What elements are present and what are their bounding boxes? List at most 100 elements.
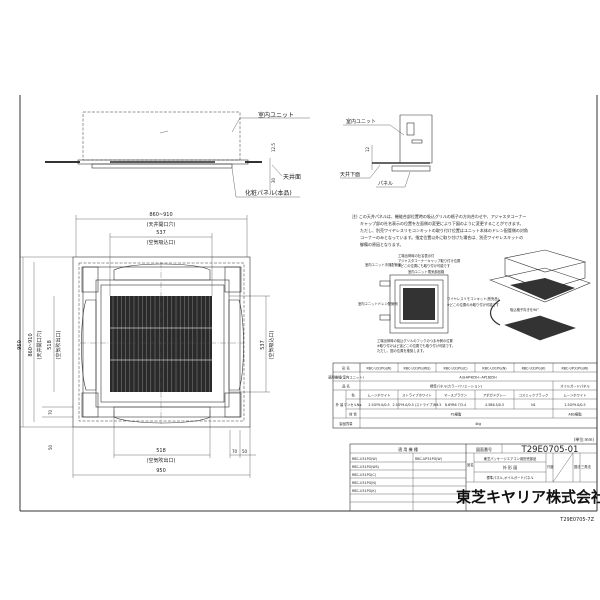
- company-logo: 東芝キヤリア株式会社: [456, 488, 600, 506]
- row-label: 適用機種(室内ユニット): [328, 375, 364, 380]
- dim-950-bottom: 950: [156, 468, 166, 474]
- material-standard: PS樹脂: [451, 412, 462, 417]
- product-standard: 標準パネル(カラーバリエーション): [430, 384, 482, 389]
- munsell-cell: N1: [531, 403, 536, 407]
- scale-label: 尺度: [547, 464, 554, 469]
- callout: ワイヤレスリモコンキット(別売品): [447, 296, 499, 301]
- intake-label-right: (空気吸込口): [268, 331, 275, 360]
- model-header: RBC-U31PG(WS): [403, 367, 430, 371]
- panel-label: 化粧パネル(本品): [245, 189, 292, 197]
- row-label: 形 名: [342, 366, 350, 371]
- callout: 室内ユニット電気部品箱: [408, 269, 445, 274]
- opening-label-top: (天井開口穴): [147, 221, 176, 228]
- munsell-cell: 2.5GY9.0/0.5 (ストライプ)N9.5: [392, 402, 441, 407]
- indoor-unit-label: 室内ユニット: [258, 111, 294, 119]
- outlet-label-left: (空気吹出口): [55, 331, 62, 360]
- munsell-cell: 2.5GY9.0/0.5: [564, 403, 585, 407]
- opening-label-left: (天井開口穴): [36, 331, 43, 360]
- outlet-label-bottom: (空気吹出口): [147, 457, 176, 464]
- color-cell: ムーンホワイト: [368, 393, 391, 398]
- callout: 室内ユニットドレン配管側: [358, 301, 398, 306]
- model-header: RBC-U31PG(C): [443, 367, 467, 371]
- dim-70-left: 70: [48, 409, 53, 415]
- model-header: RBC-U31PG(K): [522, 367, 546, 371]
- dim-518-bottom: 518: [156, 448, 166, 454]
- side-view: 室内ユニット 天井面 化粧パネル(本品) 12.5 30: [45, 111, 310, 198]
- dim-opening-height: 860~910: [28, 333, 34, 356]
- note-line: 御備の原因となります。: [360, 241, 403, 247]
- detail-view: 室内ユニット 天井下面 パネル 12: [340, 114, 433, 188]
- note-block: 注) この天井パネルは、機能合部位置時の吸込グリルの格子の方向合わせや、アジャス…: [352, 213, 528, 247]
- row-label: 色: [351, 393, 355, 398]
- dim-50-left: 50: [48, 444, 53, 450]
- product-weight: 4kg: [475, 422, 481, 426]
- color-cell: コスミックブラック: [519, 393, 549, 398]
- name-line-2: 外 形 図: [503, 464, 518, 470]
- callout: ※どこの位置のみ取り付け可能です: [447, 302, 500, 307]
- callout: 吸込格子向きを90°: [510, 307, 539, 312]
- dim-537-top: 537: [156, 230, 166, 236]
- color-cell: アボガドグレー: [483, 393, 506, 398]
- plan-view: 860~910 (天井開口穴) 537 (空気吸込口) 950 860~910 …: [17, 212, 275, 478]
- row-label: 品 名: [342, 384, 350, 389]
- model-item: RBC-U31PG(C): [352, 473, 376, 477]
- applicable-header: 適 用 機 種: [398, 446, 418, 452]
- color-cell: ストライプホワイト: [402, 393, 432, 398]
- model-header: RBC-U31PG(W): [367, 367, 392, 371]
- dim-opening-width: 860~910: [149, 212, 172, 218]
- product-oilguard: オイルガードパネル: [560, 384, 590, 389]
- note-line: キャップ部の社名表示の位置を左面側の変更により下図のように変更することができます…: [360, 220, 524, 226]
- callout: ただし、図の位置を推奨します。: [377, 348, 426, 353]
- munsell-cell: 2.5GY9.0/0.5: [368, 403, 389, 407]
- name-line-3: 標準パネル,オイルガードパネル: [486, 475, 534, 480]
- color-cell: ムーンホワイト: [564, 393, 587, 398]
- exterior-label: 外 装: [336, 402, 344, 407]
- name-line-1: 東芝パッケージエアコン用別売部品: [484, 456, 537, 461]
- model-item: RBC-U31PG(WS): [352, 465, 379, 469]
- dim-70-right: 70: [232, 449, 238, 454]
- callout: 室内ユニット冷媒配管側: [365, 262, 402, 267]
- footer-code: T29E0705-7Z: [559, 517, 594, 523]
- applicable-models: A3J-AP405H~AP1605H: [459, 376, 497, 380]
- detail-indoor-unit-label: 室内ユニット: [346, 118, 376, 125]
- munsell-cell: 4.5B6.5/0.5: [485, 403, 504, 407]
- model-item: RBC-U31PG(N): [352, 481, 376, 485]
- row-label: 材 質: [349, 412, 357, 417]
- dim-12: 12: [365, 146, 370, 152]
- drawing-number: T29E0705-01: [521, 445, 579, 455]
- unit-label: (単位:mm): [574, 436, 595, 442]
- model-item: RBC-UP31PG(W): [415, 457, 442, 461]
- note-line: ただし、別売ワイヤレスリモコンキットの取り付け位置はユニット本体のドレン配管側の…: [360, 227, 528, 233]
- model-item: RBC-U31PG(K): [352, 489, 376, 493]
- model-item: RBC-U31PG(W): [352, 457, 377, 461]
- ceiling-under-label: 天井下面: [340, 171, 360, 178]
- callout: ※どこの位置にも取り付け可能です: [398, 263, 451, 268]
- dim-537-right: 537: [260, 340, 266, 350]
- method-value: 三角法: [581, 464, 592, 469]
- drawing-no-label: 図面番号: [476, 446, 492, 452]
- name-label: 品名: [467, 462, 474, 467]
- title-block: (単位:mm) 適 用 機 種 RBC-U31PG(W) RBC-U31PG(W…: [349, 436, 600, 523]
- callout: 工場出荷時の吸込グリルのフックのつまみ側の位置: [377, 338, 454, 343]
- dim-950-left: 950: [17, 340, 23, 350]
- row-label: 製品質量: [339, 421, 353, 426]
- intake-label-top: (空気吸込口): [147, 239, 176, 246]
- callout: ※取り付けはど這どこの位置でも取り付け可能です。: [377, 343, 455, 348]
- detail-panel-label: パネル: [378, 181, 393, 187]
- ceiling-surface-label: 天井面: [283, 173, 301, 181]
- model-header: RBC-U31PG(N): [482, 367, 506, 371]
- model-header: RBC-UP31PG(W): [562, 367, 589, 371]
- dim-518-left: 518: [47, 340, 53, 350]
- note-line: コーナーのみとなっています。指定位置以外に取り付けた場合は、別売ワイヤレスキット…: [360, 234, 523, 240]
- row-label: マンセルNo.: [344, 402, 363, 407]
- dim-50-right: 50: [242, 449, 248, 454]
- method-label: 図法: [574, 464, 581, 469]
- callout: アジャスタコーナーキャップ取り付け位置: [398, 258, 461, 263]
- note-line: 注) この天井パネルは、機能合部位置時の吸込グリルの格子の方向合わせや、アジャス…: [352, 213, 526, 219]
- callout: 工場出荷時の社名表示付: [398, 253, 435, 258]
- material-oilguard: ABS樹脂: [568, 412, 582, 417]
- dim-30: 30: [271, 177, 276, 183]
- color-cell: マースブラウン: [444, 393, 468, 398]
